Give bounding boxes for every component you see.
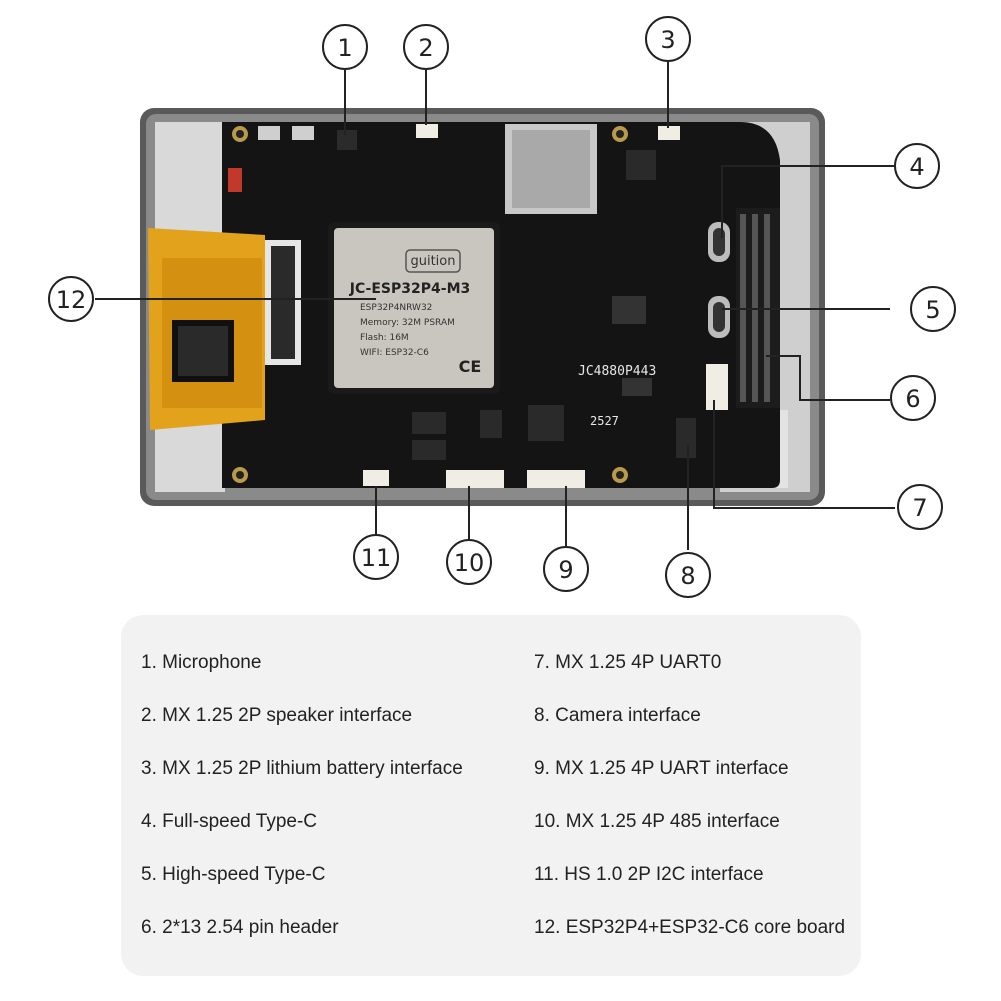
- boot-button: [258, 126, 280, 140]
- callout-9: 9: [543, 546, 589, 592]
- svg-text:9: 9: [558, 556, 573, 584]
- callout-10: 10: [446, 539, 492, 585]
- legend-item-8: 8. Camera interface: [534, 705, 701, 726]
- uart-connector: [527, 470, 585, 488]
- legend-item-3: 3. MX 1.25 2P lithium battery interface: [141, 758, 463, 779]
- callout-5: 5: [910, 286, 956, 332]
- mounting-holes: [232, 126, 628, 483]
- svg-text:11: 11: [361, 544, 392, 572]
- svg-text:4: 4: [909, 153, 924, 181]
- svg-text:5: 5: [925, 296, 940, 324]
- led: [228, 168, 242, 192]
- callout-lines: [95, 62, 895, 550]
- core-module: [334, 228, 494, 388]
- callout-7: 7: [897, 484, 943, 530]
- legend-item-9: 9. MX 1.25 4P UART interface: [534, 758, 789, 779]
- legend-column-left: 1. Microphone 2. MX 1.25 2P speaker inte…: [141, 639, 463, 957]
- callouts: 1 2 3 4 5 6 7 8 9 10 11 12: [48, 16, 956, 598]
- i2c-connector: [363, 470, 389, 486]
- board-model: JC4880P443: [578, 364, 656, 379]
- camera-interface: [676, 418, 696, 458]
- legend-column-right: 7. MX 1.25 4P UART0 8. Camera interface …: [534, 639, 845, 957]
- module-line: Memory: 32M PSRAM: [360, 318, 455, 328]
- callout-12: 12: [48, 276, 94, 322]
- ce-mark: CE: [459, 357, 482, 376]
- svg-text:12: 12: [56, 286, 87, 314]
- legend-item-11: 11. HS 1.0 2P I2C interface: [534, 864, 764, 885]
- callout-8: 8: [665, 552, 711, 598]
- legend-item-1: 1. Microphone: [141, 652, 262, 673]
- module-line: Flash: 16M: [360, 333, 409, 343]
- speaker-connector: [416, 124, 438, 138]
- uart0-connector: [706, 364, 728, 410]
- svg-text:7: 7: [912, 494, 927, 522]
- legend-panel: 1. Microphone 2. MX 1.25 2P speaker inte…: [121, 615, 861, 976]
- svg-text:8: 8: [680, 562, 695, 590]
- module-line: ESP32P4NRW32: [360, 303, 432, 313]
- svg-text:6: 6: [905, 385, 920, 413]
- battery-connector: [658, 126, 680, 140]
- board-diagram: guition JC-ESP32P4-M3 ESP32P4NRW32 Memor…: [48, 16, 956, 598]
- reset-button: [292, 126, 314, 140]
- legend-item-4: 4. Full-speed Type-C: [141, 811, 318, 832]
- pcb-board: [222, 122, 780, 488]
- module-line: WIFI: ESP32-C6: [360, 348, 429, 358]
- legend-item-10: 10. MX 1.25 4P 485 interface: [534, 811, 780, 832]
- svg-text:2: 2: [418, 34, 433, 62]
- svg-text:1: 1: [337, 34, 352, 62]
- callout-3: 3: [645, 16, 691, 62]
- module-name: JC-ESP32P4-M3: [349, 281, 471, 297]
- callout-1: 1: [322, 24, 368, 70]
- legend-item-6: 6. 2*13 2.54 pin header: [141, 917, 339, 938]
- callout-2: 2: [403, 24, 449, 70]
- legend-item-5: 5. High-speed Type-C: [141, 864, 326, 885]
- legend-item-2: 2. MX 1.25 2P speaker interface: [141, 705, 413, 726]
- callout-11: 11: [353, 534, 399, 580]
- microphone: [337, 130, 357, 150]
- legend-item-12: 12. ESP32P4+ESP32-C6 core board: [534, 917, 846, 938]
- callout-4: 4: [894, 143, 940, 189]
- board-code: 2527: [590, 414, 619, 428]
- svg-text:3: 3: [660, 26, 675, 54]
- module-brand: guition: [410, 254, 455, 269]
- legend-item-7: 7. MX 1.25 4P UART0: [534, 652, 722, 673]
- callout-6: 6: [890, 375, 936, 421]
- svg-text:10: 10: [454, 549, 485, 577]
- rs485-connector: [446, 470, 504, 488]
